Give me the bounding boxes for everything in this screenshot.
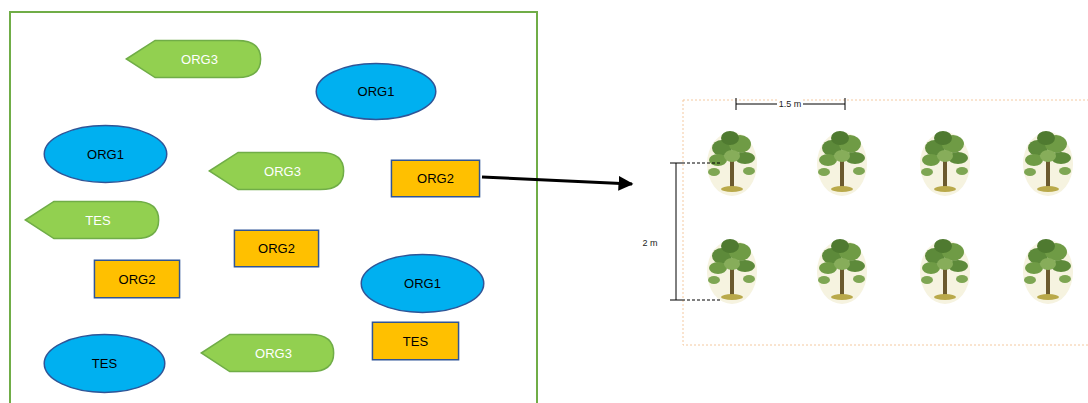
rect-box: ORG2 [391, 160, 480, 197]
rect-box: ORG2 [234, 230, 319, 267]
node-label: TES [92, 356, 117, 371]
tree-grid [707, 131, 1073, 304]
dimension-label: 2 m [640, 238, 659, 248]
node-label: ORG3 [255, 346, 292, 361]
rect-box: TES [372, 322, 459, 360]
dimension-label: 1.5 m [777, 99, 804, 109]
node-label: ORG2 [417, 171, 454, 186]
node-label: TES [403, 334, 428, 349]
field-outline [10, 12, 537, 403]
dimension-horizontal [736, 98, 845, 110]
node-label: TES [85, 213, 110, 228]
arrow-shape: ORG3 [208, 152, 345, 190]
node-label: ORG1 [404, 276, 441, 291]
arrow-shape: ORG3 [125, 40, 262, 78]
ellipse-shape: TES [43, 334, 166, 393]
arrow-shape: ORG3 [200, 334, 335, 372]
zoom-arrow [482, 177, 632, 184]
plot-outline [683, 100, 1088, 345]
ellipse-shape: ORG1 [315, 63, 437, 120]
node-label: ORG1 [358, 84, 395, 99]
node-label: ORG2 [258, 241, 295, 256]
ellipse-shape: ORG1 [360, 254, 485, 313]
dimension-vertical [670, 163, 722, 300]
node-label: ORG3 [264, 164, 301, 179]
ellipse-shape: ORG1 [43, 125, 168, 183]
node-label: ORG3 [181, 52, 218, 67]
node-label: ORG2 [119, 272, 156, 287]
node-label: ORG1 [87, 147, 124, 162]
rect-box: ORG2 [94, 260, 180, 298]
arrow-shape: TES [24, 201, 160, 239]
